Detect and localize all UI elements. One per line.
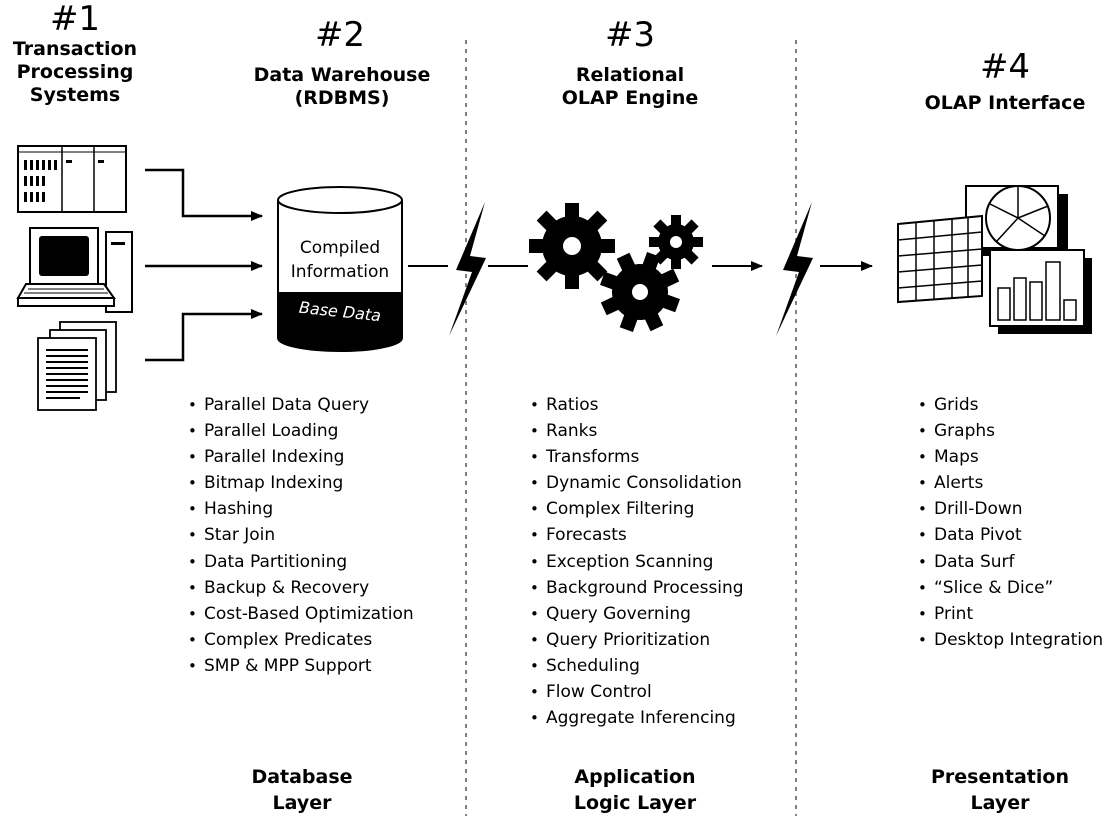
- list-item: Maps: [918, 444, 1103, 470]
- list-item: Ratios: [530, 392, 744, 418]
- list-item: Dynamic Consolidation: [530, 470, 744, 496]
- list-item: Parallel Loading: [188, 418, 414, 444]
- list-item: Data Surf: [918, 549, 1103, 575]
- list-item: Complex Filtering: [530, 496, 744, 522]
- column-2-heading: Data Warehouse (RDBMS): [253, 64, 431, 109]
- list-item: Data Pivot: [918, 522, 1103, 548]
- column-4-number: #4: [979, 47, 1031, 87]
- list-item: Cost-Based Optimization: [188, 601, 414, 627]
- list-item: Parallel Indexing: [188, 444, 414, 470]
- column-1-number: #1: [49, 0, 101, 39]
- column-2-number: #2: [314, 15, 366, 55]
- list-item: “Slice & Dice”: [918, 575, 1103, 601]
- database-cylinder-icon: [277, 186, 403, 352]
- list-item: Hashing: [188, 496, 414, 522]
- list-item: SMP & MPP Support: [188, 653, 414, 679]
- list-item: Parallel Data Query: [188, 392, 414, 418]
- list-item: Bitmap Indexing: [188, 470, 414, 496]
- column-3-heading: Relational OLAP Engine: [561, 64, 699, 109]
- list-item: Desktop Integration: [918, 627, 1103, 653]
- presentation-layer-label: Presentation Layer: [931, 766, 1069, 814]
- database-layer-label: Database Layer: [251, 766, 353, 814]
- column-1-heading: Transaction Processing Systems: [12, 38, 138, 106]
- gears-icon: [529, 203, 703, 332]
- list-item: Ranks: [530, 418, 744, 444]
- list-item: Print: [918, 601, 1103, 627]
- cylinder-main-label: Compiled Information: [290, 238, 390, 282]
- list-item: Complex Predicates: [188, 627, 414, 653]
- column-4-heading: OLAP Interface: [924, 92, 1086, 114]
- computer-terminal-icon: [16, 227, 133, 313]
- list-item: Drill-Down: [918, 496, 1103, 522]
- charts-spreadsheet-icon: [897, 185, 1092, 334]
- list-item: Background Processing: [530, 575, 744, 601]
- list-item: Flow Control: [530, 679, 744, 705]
- warehouse-feature-list: Parallel Data Query Parallel Loading Par…: [188, 392, 414, 679]
- interface-feature-list: Grids Graphs Maps Alerts Drill-Down Data…: [918, 392, 1103, 653]
- list-item: Query Governing: [530, 601, 744, 627]
- list-item: Graphs: [918, 418, 1103, 444]
- lightning-bolt-icon: [776, 202, 813, 336]
- engine-feature-list: Ratios Ranks Transforms Dynamic Consolid…: [530, 392, 744, 731]
- list-item: Grids: [918, 392, 1103, 418]
- list-item: Aggregate Inferencing: [530, 705, 744, 731]
- list-item: Scheduling: [530, 653, 744, 679]
- source-arrows: [145, 168, 263, 362]
- list-item: Data Partitioning: [188, 549, 414, 575]
- list-item: Query Prioritization: [530, 627, 744, 653]
- documents-icon: [37, 321, 117, 411]
- application-layer-label: Application Logic Layer: [573, 766, 697, 814]
- column-3-number: #3: [604, 15, 656, 55]
- list-item: Transforms: [530, 444, 744, 470]
- lightning-bolt-icon: [449, 202, 486, 336]
- server-rack-icon: [17, 145, 127, 213]
- list-item: Star Join: [188, 522, 414, 548]
- list-item: Forecasts: [530, 522, 744, 548]
- list-item: Alerts: [918, 470, 1103, 496]
- list-item: Backup & Recovery: [188, 575, 414, 601]
- list-item: Exception Scanning: [530, 549, 744, 575]
